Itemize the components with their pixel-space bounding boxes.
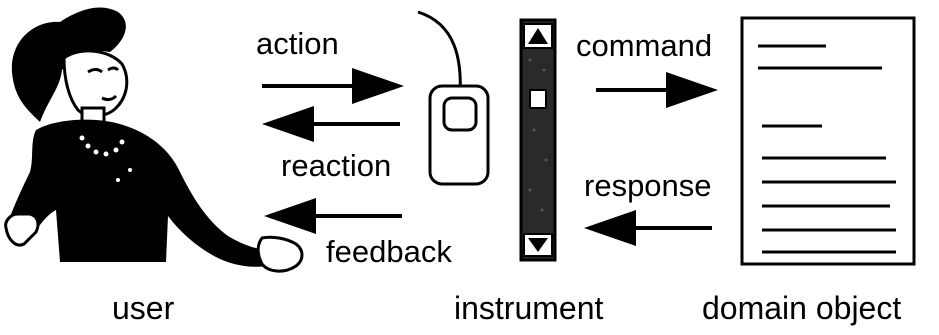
mouse-icon xyxy=(417,10,490,186)
domain-object-caption: domain object xyxy=(702,290,902,326)
command-label: command xyxy=(576,28,713,63)
response-label: response xyxy=(584,168,712,203)
user-caption: user xyxy=(112,290,175,326)
user-figure-icon xyxy=(4,7,304,273)
scrollbar-icon xyxy=(519,18,557,262)
reaction-label: reaction xyxy=(281,148,392,183)
instrument-caption: instrument xyxy=(454,290,604,326)
reaction-arrow xyxy=(262,106,400,142)
response-arrow xyxy=(584,210,712,246)
feedback-arrow xyxy=(264,198,402,234)
feedback-label: feedback xyxy=(326,234,452,269)
action-label: action xyxy=(256,26,339,61)
action-arrow xyxy=(262,68,404,104)
command-arrow xyxy=(596,72,718,108)
document-icon xyxy=(740,16,916,266)
